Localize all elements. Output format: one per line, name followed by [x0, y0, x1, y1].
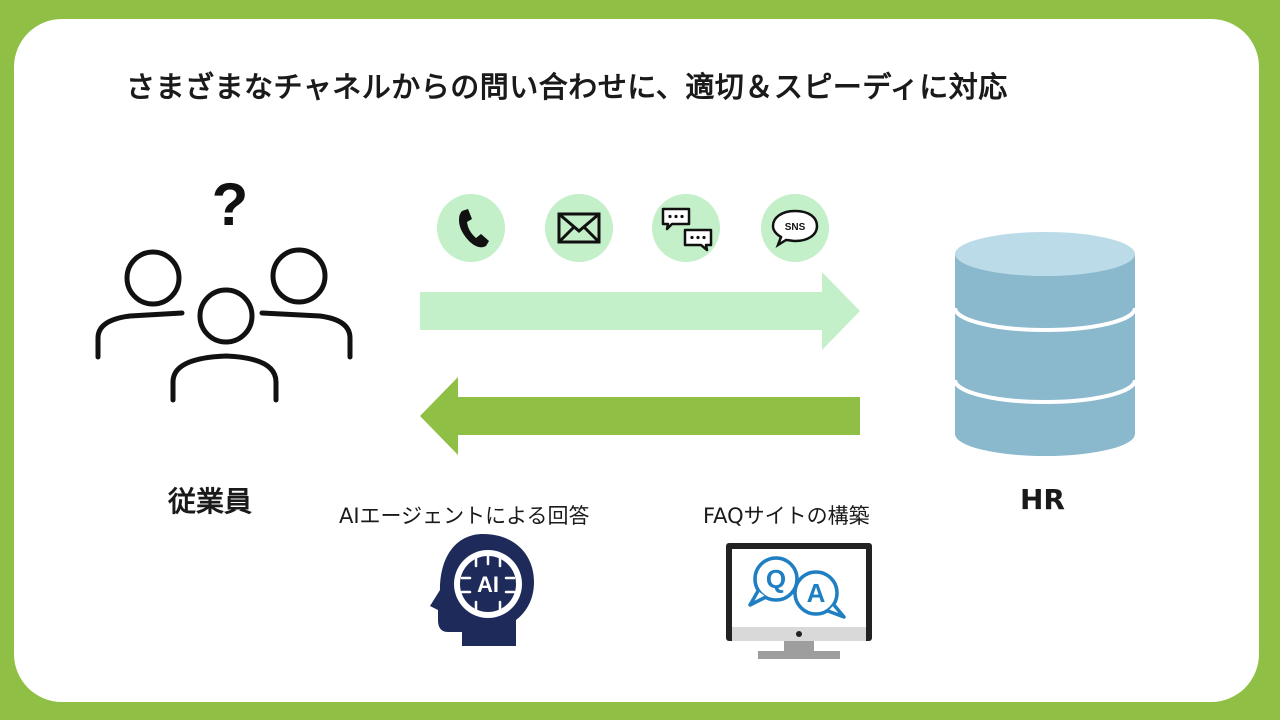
channel-sns: SNS: [761, 194, 829, 262]
q-badge-text: Q: [766, 564, 786, 594]
employees-icon: ?: [95, 171, 353, 403]
faq-site-label: FAQサイトの構築: [703, 504, 870, 528]
channel-phone: [437, 194, 505, 262]
headline: さまざまなチャネルからの問い合わせに、適切＆スピーディに対応: [126, 70, 1008, 104]
sns-text: SNS: [785, 222, 806, 233]
ai-badge-text: AI: [477, 572, 499, 597]
chat-icon: [661, 207, 713, 252]
ai-agent-label: AIエージェントによる回答: [339, 504, 590, 528]
phone-icon: [459, 209, 489, 248]
arrow-to-hr: [420, 272, 860, 350]
database-icon: [953, 232, 1137, 456]
channel-mail: [545, 194, 613, 262]
mail-icon: [557, 212, 601, 244]
question-mark: ?: [212, 171, 249, 238]
a-badge-text: A: [807, 578, 826, 608]
qa-monitor-icon: Q A: [726, 543, 872, 659]
arrow-to-employees: [420, 377, 860, 455]
hr-label: HR: [1020, 483, 1065, 516]
channel-chat: [652, 194, 720, 262]
ai-head-icon: AI: [430, 534, 534, 646]
sns-icon: SNS: [771, 209, 819, 249]
employees-label: 従業員: [168, 485, 253, 518]
